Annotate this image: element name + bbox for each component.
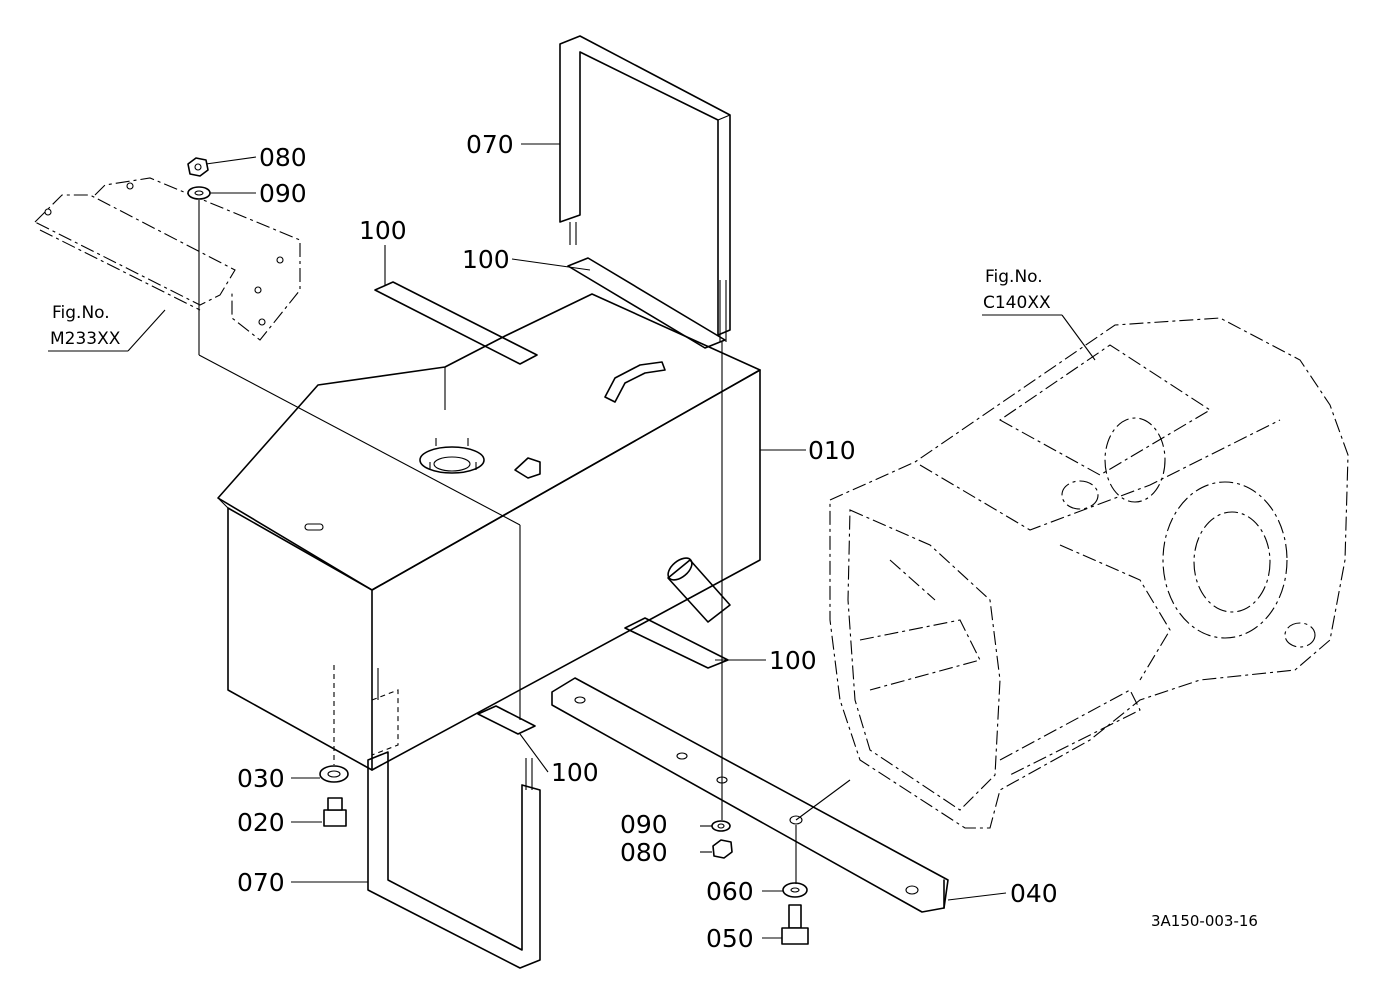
callout-080-bottom: 080 xyxy=(620,838,668,867)
callout-030: 030 xyxy=(237,764,285,793)
callout-100-right: 100 xyxy=(769,646,817,675)
hardware xyxy=(187,157,809,945)
callout-100-top: 100 xyxy=(462,245,510,274)
callout-020: 020 xyxy=(237,808,285,837)
fig-ref-transmission-line1: Fig.No. xyxy=(985,267,1043,287)
transmission-case-reference xyxy=(829,317,1349,829)
callout-labels: 080 090 070 100 100 010 100 100 030 020 … xyxy=(237,130,1058,953)
callout-100-bottom: 100 xyxy=(551,758,599,787)
fuel-tank xyxy=(217,293,761,771)
callout-040: 040 xyxy=(1010,879,1058,908)
leader-lines xyxy=(48,143,1096,939)
callout-050: 050 xyxy=(706,924,754,953)
callout-090-top: 090 xyxy=(259,179,307,208)
figure-references: Fig.No. M233XX Fig.No. C140XX xyxy=(50,267,1051,349)
tank-straps xyxy=(367,35,731,969)
fig-ref-bracket-line2: M233XX xyxy=(50,329,121,349)
callout-010-tank: 010 xyxy=(808,436,856,465)
callout-070-bottom: 070 xyxy=(237,868,285,897)
drawing-number: 3A150-003-16 xyxy=(1151,912,1258,930)
fig-ref-bracket-line1: Fig.No. xyxy=(52,303,110,323)
upper-bracket-reference xyxy=(34,177,301,341)
assembly-lines xyxy=(198,200,851,884)
callout-080-top: 080 xyxy=(259,143,307,172)
fig-ref-transmission-line2: C140XX xyxy=(983,293,1051,313)
rubber-strips xyxy=(374,257,729,735)
lower-bracket xyxy=(551,677,949,913)
callout-070-top: 070 xyxy=(466,130,514,159)
callout-090-bottom: 090 xyxy=(620,810,668,839)
callout-060: 060 xyxy=(706,877,754,906)
callout-100-left: 100 xyxy=(359,216,407,245)
